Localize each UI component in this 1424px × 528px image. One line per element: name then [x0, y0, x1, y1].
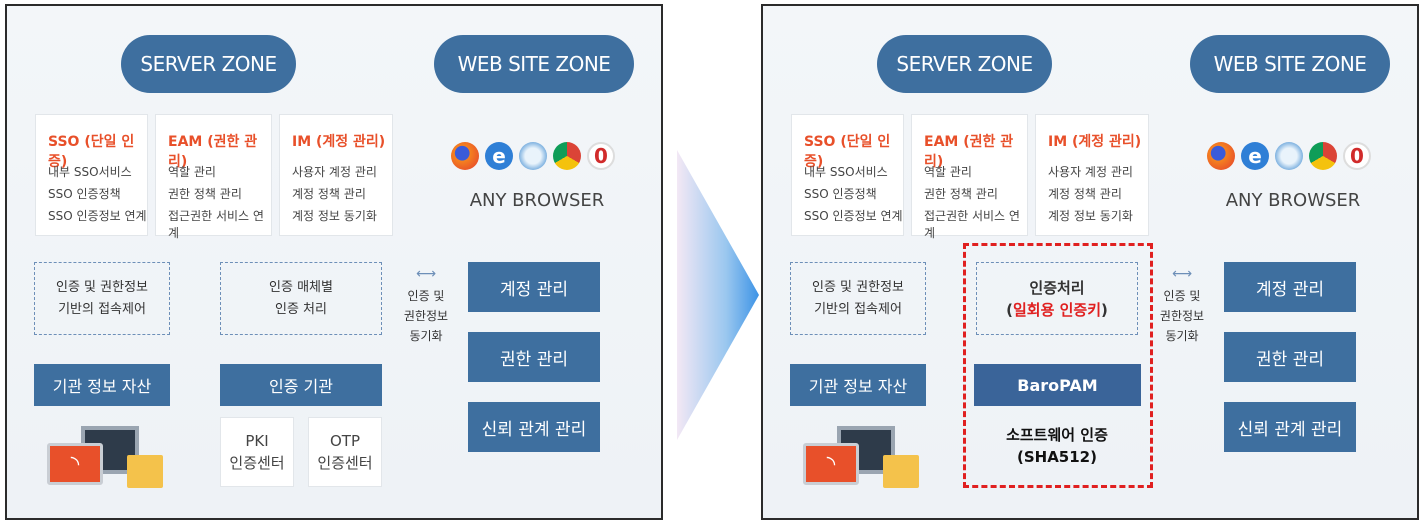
monitor-rss-icon: ◝	[803, 443, 859, 485]
sha-label: (SHA512)	[1006, 446, 1108, 468]
eam-line: 권한 정책 관리	[924, 185, 998, 202]
auth-process-title: 인증처리	[1006, 277, 1108, 299]
diagram-panel-before: SERVER ZONE WEB SITE ZONE SSO (단일 인증) 내부…	[5, 4, 663, 520]
safari-icon	[519, 142, 547, 170]
sso-line: SSO 인증정책	[804, 185, 877, 202]
chrome-icon	[1309, 142, 1337, 170]
auth-method-line: 인증 처리	[269, 299, 333, 321]
access-control-line: 기반의 접속제어	[56, 299, 148, 321]
sync-line: 동기화	[1155, 326, 1209, 346]
auth-process-box: 인증처리 (일회용 인증키)	[976, 262, 1138, 335]
access-control-line: 인증 및 권한정보	[812, 277, 904, 299]
auth-method-line: 인증 매체별	[269, 277, 333, 299]
im-title: IM (계정 관리)	[292, 131, 385, 151]
browser-icons: e 0	[1207, 142, 1371, 170]
org-assets-box: 기관 정보 자산	[790, 364, 926, 406]
any-browser-label: ANY BROWSER	[1203, 190, 1383, 211]
sso-line: SSO 인증정보 연계	[48, 207, 147, 224]
eam-line: 권한 정책 관리	[168, 185, 242, 202]
ie-icon: e	[485, 142, 513, 170]
im-line: 사용자 계정 관리	[292, 163, 377, 180]
org-assets-box: 기관 정보 자산	[34, 364, 170, 406]
access-control-line: 기반의 접속제어	[812, 299, 904, 321]
web-zone-pill: WEB SITE ZONE	[434, 35, 634, 93]
eam-line: 역할 관리	[168, 163, 216, 180]
any-browser-label: ANY BROWSER	[447, 190, 627, 211]
sso-line: SSO 인증정책	[48, 185, 121, 202]
otp-key-text: 일회용 인증키	[1013, 301, 1101, 319]
account-mgmt-box: 계정 관리	[468, 262, 600, 312]
ie-icon: e	[1241, 142, 1269, 170]
sync-label: 인증 및 권한정보 동기화	[399, 286, 453, 346]
eam-card: EAM (권한 관리) 역할 관리 권한 정책 관리 접근권한 서비스 연계	[155, 114, 272, 236]
im-title: IM (계정 관리)	[1048, 131, 1141, 151]
opera-icon: 0	[1343, 142, 1371, 170]
safari-icon	[1275, 142, 1303, 170]
permission-mgmt-box: 권한 관리	[1224, 332, 1356, 382]
monitor-rss-icon: ◝	[47, 443, 103, 485]
im-card: IM (계정 관리) 사용자 계정 관리 계정 정책 관리 계정 정보 동기화	[1035, 114, 1149, 236]
trust-mgmt-box: 신뢰 관계 관리	[1224, 402, 1356, 452]
sso-line: 내부 SSO서비스	[48, 163, 132, 180]
trust-mgmt-box: 신뢰 관계 관리	[468, 402, 600, 452]
paren-close: )	[1101, 301, 1108, 319]
sync-line: 동기화	[399, 326, 453, 346]
im-line: 사용자 계정 관리	[1048, 163, 1133, 180]
software-auth-box: 소프트웨어 인증 (SHA512)	[976, 417, 1138, 475]
auth-org-box: 인증 기관	[220, 364, 382, 406]
otp-line: OTP	[317, 430, 372, 452]
sync-line: 인증 및	[1155, 286, 1209, 306]
sso-line: SSO 인증정보 연계	[804, 207, 903, 224]
otp-line: 인증센터	[317, 452, 372, 474]
transition-arrow-icon	[677, 150, 759, 440]
server-zone-pill: SERVER ZONE	[877, 35, 1052, 93]
folder-icon	[883, 455, 919, 488]
im-card: IM (계정 관리) 사용자 계정 관리 계정 정책 관리 계정 정보 동기화	[279, 114, 393, 236]
permission-mgmt-box: 권한 관리	[468, 332, 600, 382]
software-auth-label: 소프트웨어 인증	[1006, 424, 1108, 446]
firefox-icon	[1207, 142, 1235, 170]
opera-icon: 0	[587, 142, 615, 170]
sync-arrow-icon: ⟷	[401, 266, 451, 282]
account-mgmt-box: 계정 관리	[1224, 262, 1356, 312]
access-control-line: 인증 및 권한정보	[56, 277, 148, 299]
eam-line: 접근권한 서비스 연계	[924, 207, 1027, 241]
sso-line: 내부 SSO서비스	[804, 163, 888, 180]
sso-card: SSO (단일 인증) 내부 SSO서비스 SSO 인증정책 SSO 인증정보 …	[791, 114, 904, 236]
web-zone-pill: WEB SITE ZONE	[1190, 35, 1390, 93]
im-line: 계정 정책 관리	[292, 185, 366, 202]
im-line: 계정 정보 동기화	[1048, 207, 1133, 224]
sync-line: 권한정보	[399, 306, 453, 326]
pki-line: PKI	[229, 430, 284, 452]
im-line: 계정 정책 관리	[1048, 185, 1122, 202]
sync-line: 권한정보	[1155, 306, 1209, 326]
browser-icons: e 0	[451, 142, 615, 170]
diagram-panel-after: SERVER ZONE WEB SITE ZONE SSO (단일 인증) 내부…	[761, 4, 1419, 520]
pki-line: 인증센터	[229, 452, 284, 474]
folder-icon	[127, 455, 163, 488]
sso-card: SSO (단일 인증) 내부 SSO서비스 SSO 인증정책 SSO 인증정보 …	[35, 114, 148, 236]
eam-line: 역할 관리	[924, 163, 972, 180]
sync-line: 인증 및	[399, 286, 453, 306]
server-zone-pill: SERVER ZONE	[121, 35, 296, 93]
otp-key-line: (일회용 인증키)	[1006, 299, 1108, 321]
eam-line: 접근권한 서비스 연계	[168, 207, 271, 241]
sync-label: 인증 및 권한정보 동기화	[1155, 286, 1209, 346]
im-line: 계정 정보 동기화	[292, 207, 377, 224]
firefox-icon	[451, 142, 479, 170]
paren-open: (	[1006, 301, 1013, 319]
chrome-icon	[553, 142, 581, 170]
baropam-box: BaroPAM	[974, 364, 1141, 406]
eam-card: EAM (권한 관리) 역할 관리 권한 정책 관리 접근권한 서비스 연계	[911, 114, 1028, 236]
sync-arrow-icon: ⟷	[1157, 266, 1207, 282]
